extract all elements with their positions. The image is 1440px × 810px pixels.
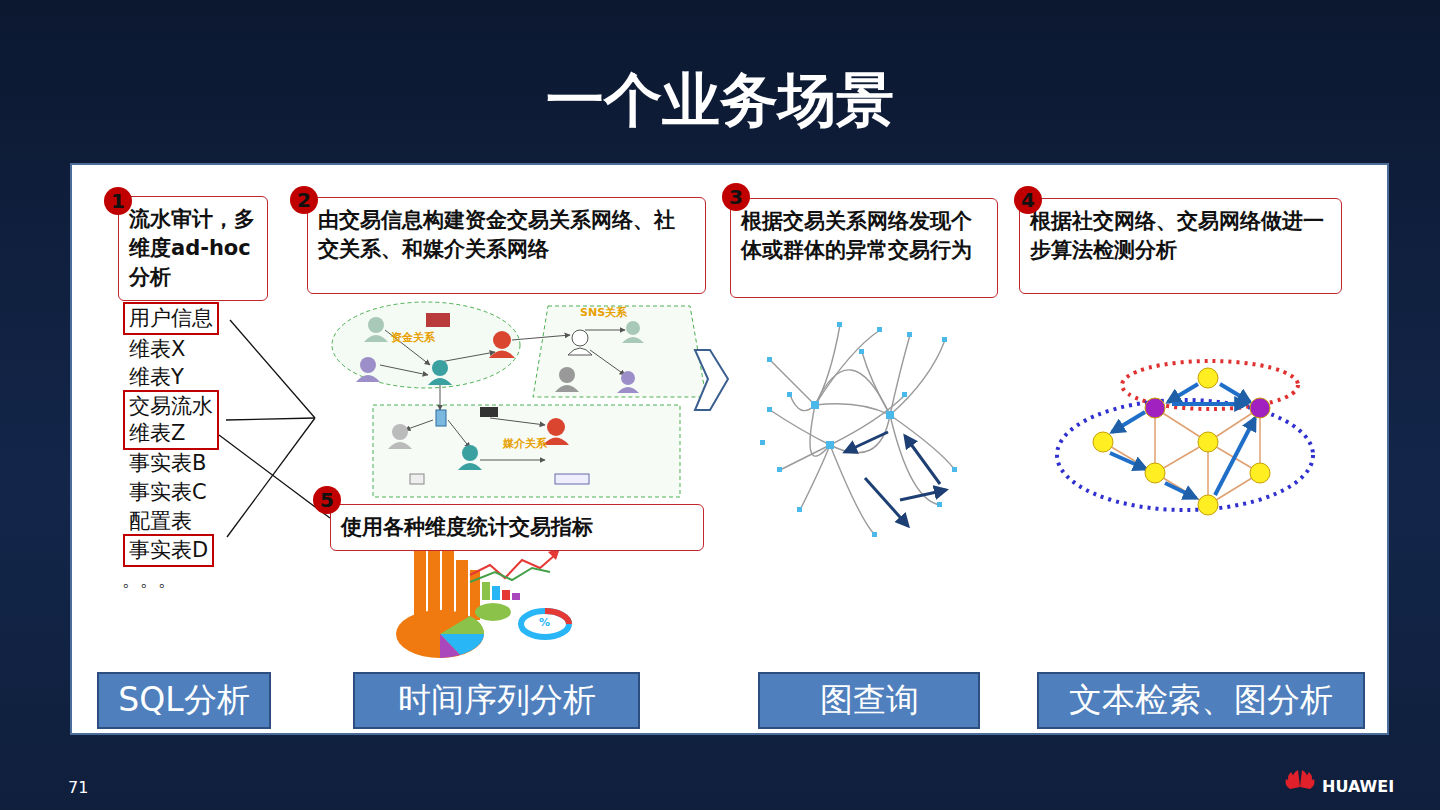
box-text: 使用各种维度统计交易指标 — [341, 513, 693, 542]
box-text: 根据社交网络、交易网络做进一步算法检测分析 — [1030, 207, 1331, 265]
callout-box: 根据交易关系网络发现个体或群体的异常交易行为 — [730, 198, 998, 298]
table-name: 配置表 — [129, 508, 192, 535]
callout-box: 由交易信息构建资金交易关系网络、社交关系、和媒介关系网络 — [307, 197, 706, 294]
highlight-box: 用户信息 — [123, 302, 219, 335]
highlight-box: 交易流水维表Z — [123, 390, 219, 450]
box-text: 交易流水 — [129, 393, 213, 420]
callout-number: 1 — [104, 187, 132, 215]
box-text: 图查询 — [820, 678, 919, 723]
leader-lines — [226, 320, 315, 537]
table-name: 事实表C — [129, 479, 207, 506]
relation-label: 资金关系 — [391, 331, 435, 344]
category-box: 图查询 — [758, 672, 980, 729]
callout-box: 流水审计，多维度ad-hoc分析 — [118, 196, 268, 301]
box-text: 用户信息 — [129, 305, 213, 332]
table-name: 维表Y — [129, 364, 184, 391]
callout-number: 2 — [290, 186, 318, 214]
callout-number: 4 — [1014, 186, 1042, 214]
category-box: SQL分析 — [97, 672, 271, 729]
page-number: 71 — [68, 779, 88, 797]
box-text: 根据交易关系网络发现个体或群体的异常交易行为 — [741, 207, 987, 265]
huawei-logo — [1286, 770, 1315, 789]
transaction-graph-illustration — [770, 325, 955, 535]
callout-box: 根据社交网络、交易网络做进一步算法检测分析 — [1019, 198, 1342, 294]
box-text: 维表Z — [129, 420, 213, 447]
brand-name: HUAWEI — [1322, 778, 1394, 796]
box-text: 文本检索、图分析 — [1069, 678, 1333, 723]
box-text: 流水审计，多维度ad-hoc分析 — [129, 205, 257, 292]
relation-label: SNS关系 — [580, 306, 627, 319]
ellipsis: 。。。 — [122, 566, 176, 593]
box-text: SQL分析 — [118, 678, 249, 723]
callout-box: 使用各种维度统计交易指标 — [330, 504, 704, 551]
highlight-box: 事实表D — [123, 534, 214, 567]
box-text: 时间序列分析 — [398, 678, 596, 723]
percent-sign: % — [539, 616, 550, 629]
table-name: 维表X — [129, 336, 185, 363]
hollow-arrow — [695, 350, 728, 410]
anomaly-arrows — [845, 432, 946, 526]
callout-number: 3 — [722, 183, 750, 211]
table-name: 事实表B — [129, 450, 206, 477]
category-box: 文本检索、图分析 — [1037, 672, 1365, 729]
category-box: 时间序列分析 — [353, 672, 640, 729]
community-graph-illustration — [1057, 361, 1313, 515]
callout-number: 5 — [313, 486, 341, 514]
relation-network-illustration — [332, 302, 706, 497]
graph-vertices — [760, 322, 957, 537]
relation-label: 媒介关系 — [503, 437, 547, 450]
box-text: 由交易信息构建资金交易关系网络、社交关系、和媒介关系网络 — [318, 206, 695, 264]
box-text: 事实表D — [129, 537, 208, 564]
slide-title: 一个业务场景 — [0, 62, 1440, 138]
person-icons — [356, 317, 644, 484]
